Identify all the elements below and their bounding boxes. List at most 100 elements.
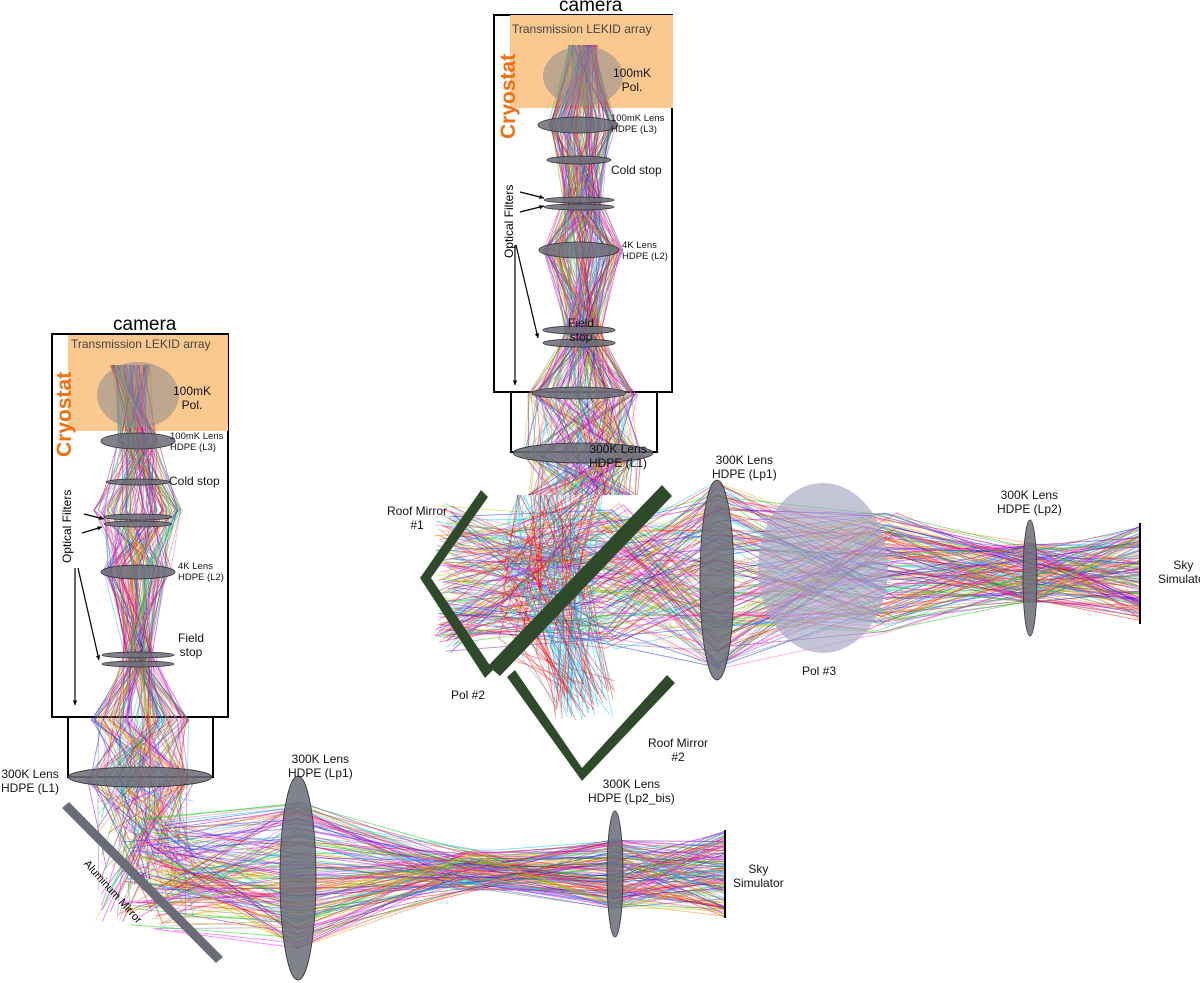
ray-top-diagonal xyxy=(561,494,599,695)
field-stop-disc-top-2 xyxy=(542,338,616,348)
ray-bottom-horizontal xyxy=(165,850,726,940)
lens-l1-bottom xyxy=(67,766,213,788)
lens-layer xyxy=(67,116,1038,981)
filter-disc-top-1 xyxy=(546,155,612,165)
lens-lp2-bis-label: 300K Lens HDPE (Lp2_bis) xyxy=(588,777,675,805)
ray-top-diagonal xyxy=(503,494,578,708)
ray-bottom-horizontal xyxy=(161,870,726,927)
lens-l1-label-top: 300K Lens HDPE (L1) xyxy=(589,442,648,470)
ray-top-diagonal xyxy=(517,494,586,699)
field-stop-label-bottom: Field stop xyxy=(178,631,205,659)
filter-disc-bottom-3 xyxy=(103,520,173,528)
cryostat-label-top: Cryostat xyxy=(497,53,520,139)
ray-top-diagonal xyxy=(517,494,575,694)
ray-top-diagonal xyxy=(551,494,608,688)
ray-top-diagonal xyxy=(502,494,575,684)
lens-window-top xyxy=(531,386,627,400)
ray-bottom-horizontal xyxy=(164,856,726,914)
camera-title-top: camera xyxy=(559,0,623,16)
filter-arrow-bottom-3 xyxy=(77,567,100,661)
pol-100mk-disc-bottom xyxy=(97,362,179,428)
field-stop-disc-bottom-1 xyxy=(101,651,175,659)
lens-lp2-bis xyxy=(606,810,624,938)
pol-100mk-label-bottom: 100mK Pol. xyxy=(173,384,212,412)
ray-top-diagonal xyxy=(530,494,556,718)
filter-arrowhead-bottom-3 xyxy=(95,655,101,660)
ray-bottom-horizontal xyxy=(155,868,726,918)
ray-bottom-horizontal xyxy=(136,841,726,914)
field-stop-label-top: Field stop xyxy=(568,316,595,344)
pol-100mk-disc-top xyxy=(543,46,623,106)
lens-l1-top xyxy=(512,442,654,464)
roof-mirror-2 xyxy=(507,670,675,781)
ray-bottom-horizontal xyxy=(172,840,726,897)
filter-disc-bottom-2 xyxy=(103,513,173,521)
ray-bottom-horizontal xyxy=(156,842,726,924)
ray-bottom-horizontal xyxy=(159,834,726,926)
ray-top-diagonal xyxy=(562,494,580,702)
ray-bottom-horizontal xyxy=(127,848,726,918)
ray-top-diagonal xyxy=(572,494,595,714)
lens-l3-label-top: 100mK Lens HDPE (L3) xyxy=(611,113,665,135)
filter-disc-bottom-1 xyxy=(105,478,171,486)
lens-lp1-top xyxy=(699,479,735,681)
ray-top-vertical xyxy=(565,44,637,496)
ray-top-diagonal xyxy=(541,494,596,716)
ray-bottom-horizontal xyxy=(148,835,726,868)
ray-top-diagonal xyxy=(501,494,575,703)
ray-bottom-horizontal xyxy=(143,847,726,943)
annotation-lines xyxy=(72,191,545,705)
roof-mirror-1-label: Roof Mirror #1 xyxy=(387,504,448,532)
ray-top-diagonal xyxy=(504,494,586,683)
lens-lp2-top xyxy=(1022,519,1038,637)
cold-stop-label-bottom: Cold stop xyxy=(169,474,220,488)
lens-l1-label-bottom: 300K Lens HDPE (L1) xyxy=(1,767,60,795)
ray-bottom-horizontal xyxy=(172,852,726,911)
ray-top-diagonal xyxy=(522,494,599,704)
filter-disc-top-2 xyxy=(543,196,615,204)
lens-l2-label-top: 4K Lens HDPE (L2) xyxy=(622,240,668,262)
lens-lp1-label-top: 300K Lens HDPE (Lp1) xyxy=(712,453,777,481)
ray-top-diagonal xyxy=(566,494,585,706)
ray-top-diagonal xyxy=(520,494,611,685)
filter-arrowhead-bottom-2 xyxy=(97,526,102,531)
ray-bottom-horizontal xyxy=(160,829,726,939)
lens-lp1-bottom xyxy=(279,775,317,981)
pol-2-plate xyxy=(488,485,672,676)
ray-bottom-horizontal xyxy=(161,872,726,906)
ray-bottom-horizontal xyxy=(138,844,726,904)
ray-bottom-horizontal xyxy=(167,845,726,930)
ray-bottom-horizontal xyxy=(154,810,726,910)
sky-simulator-label-top: Sky Simulator xyxy=(1158,558,1200,586)
ray-top-diagonal xyxy=(549,494,590,710)
ray-top-diagonal xyxy=(521,494,571,703)
lens-lp1-label-bottom: 300K Lens HDPE (Lp1) xyxy=(288,752,353,780)
lens-l3-bottom xyxy=(100,432,176,450)
ray-bottom-horizontal xyxy=(144,822,726,892)
cold-stop-label-top: Cold stop xyxy=(611,163,662,177)
lekid-array-label-top: Transmission LEKID array xyxy=(512,22,652,36)
ray-top-diagonal xyxy=(516,494,590,696)
ray-bottom-horizontal xyxy=(140,831,726,899)
optical-filters-label-bottom: Optical Filters xyxy=(60,489,74,563)
ray-bottom-horizontal xyxy=(130,864,726,939)
pol-3-label: Pol #3 xyxy=(802,664,837,678)
filter-arrowhead-top-4 xyxy=(512,380,518,385)
ray-bottom-horizontal xyxy=(139,850,726,906)
sky-simulator-label-bottom: Sky Simulator xyxy=(733,862,784,890)
pol-3-disc xyxy=(758,483,888,653)
ray-bottom-horizontal xyxy=(156,806,726,909)
camera-title-bottom: camera xyxy=(113,314,177,335)
lens-l2-bottom xyxy=(100,564,176,580)
filter-arrowhead-bottom-4 xyxy=(72,700,78,705)
pol-100mk-label-top: 100mK Pol. xyxy=(613,66,652,94)
ray-bottom-horizontal xyxy=(136,842,726,908)
field-stop-disc-top-1 xyxy=(542,325,616,335)
lens-l2-top xyxy=(538,241,620,259)
filter-disc-top-3 xyxy=(543,203,615,211)
ray-top-diagonal xyxy=(564,494,595,690)
ray-top-diagonal xyxy=(509,494,566,697)
ray-bottom-horizontal xyxy=(150,833,726,945)
aluminum-mirror xyxy=(62,802,223,963)
ray-bottom-horizontal xyxy=(162,849,726,895)
